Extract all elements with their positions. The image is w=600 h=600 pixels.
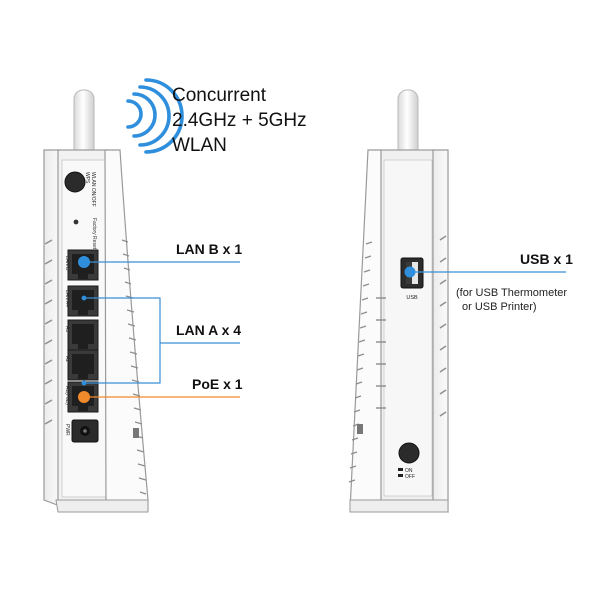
callout-usb: USB x 1	[520, 251, 573, 267]
label-lan-a4: LAN A4	[64, 290, 70, 307]
wifi-signal-icon	[126, 78, 184, 154]
label-factory-reset: Factory Reset	[91, 218, 97, 250]
label-usb: USB	[406, 295, 418, 301]
front-callout-lines	[84, 261, 240, 398]
label-off: OFF	[405, 474, 415, 480]
label-a2: A2	[64, 356, 70, 362]
label-lan-b: LAN B	[64, 256, 70, 271]
label-wlan: WLAN ON/OFF	[90, 172, 96, 207]
usb-note-line-1: (for USB Thermometer	[456, 287, 568, 299]
wlan-headline: Concurrent 2.4GHz + 5GHz WLAN	[172, 83, 307, 158]
back-left-vents	[348, 241, 373, 483]
label-pwr: PWR	[64, 424, 70, 436]
front-unit: WLAN ON/OFF WPS Factory Reset LAN B LAN …	[43, 89, 240, 513]
callout-poe: PoE x 1	[192, 376, 243, 392]
headline-line-3: WLAN	[172, 135, 227, 156]
label-on: ON	[405, 468, 413, 474]
back-unit: USB ON OFF	[348, 89, 566, 513]
usb-note-line-2: or USB Printer)	[462, 301, 537, 313]
headline-line-2: 2.4GHz + 5GHz	[172, 110, 307, 131]
label-a1-poe: A1(PoE)	[64, 386, 70, 405]
front-left-vents	[44, 239, 53, 425]
callout-lan-b: LAN B x 1	[176, 241, 243, 257]
headline-line-1: Concurrent	[172, 85, 266, 106]
back-right-vents	[439, 235, 447, 417]
rj45-ports	[67, 249, 99, 413]
label-wps: WPS	[84, 172, 90, 184]
label-a3: A3	[64, 326, 70, 332]
callout-lan-a: LAN A x 4	[176, 322, 242, 338]
front-right-vents	[121, 239, 147, 495]
